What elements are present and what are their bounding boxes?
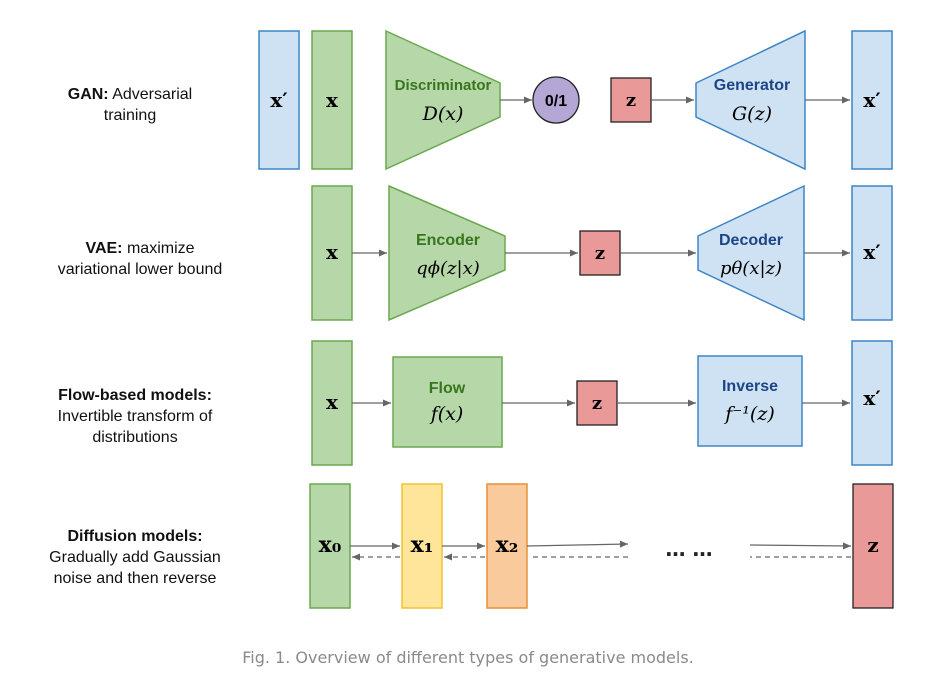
- decoder-func: pθ(x|z): [720, 258, 782, 279]
- encoder-func: qϕ(z|x): [416, 258, 480, 279]
- flow-x-prime-text: x′: [863, 386, 880, 410]
- inverse-block: [697, 355, 803, 447]
- arrow-to-z-forward: [749, 542, 852, 550]
- encoder-trapezoid: [388, 184, 506, 322]
- diffusion-x2-block: [486, 483, 528, 609]
- gan-x-prime-left-block: [258, 30, 300, 170]
- gan-label: GAN: Adversarial training: [30, 84, 230, 126]
- decoder-trapezoid: [697, 184, 805, 322]
- generator-title: Generator: [714, 77, 790, 94]
- vae-label-line1: maximize: [122, 240, 195, 257]
- vae-z-text: z: [595, 243, 605, 264]
- figure-caption: Fig. 1. Overview of different types of g…: [242, 648, 694, 667]
- arrow-x2-forward: [526, 540, 629, 548]
- gan-output-circle: [532, 76, 580, 124]
- gan-x-prime-right-text: x′: [863, 88, 880, 112]
- diffusion-label-line3: noise and then reverse: [53, 570, 217, 587]
- diffusion-x0-text: x₀: [319, 532, 342, 558]
- encoder-title: Encoder: [416, 232, 480, 249]
- generator-trapezoid: [695, 29, 806, 171]
- inverse-title: Inverse: [722, 378, 778, 395]
- flow-label-line3: distributions: [92, 429, 178, 446]
- gan-label-line1: Adversarial: [108, 86, 193, 103]
- flow-block: [392, 356, 503, 448]
- vae-label-line2: variational lower bound: [57, 261, 223, 278]
- flow-label: Flow-based models: Invertible transform …: [20, 385, 250, 448]
- gan-z-block: [610, 77, 652, 123]
- vae-x-text: x: [326, 240, 339, 264]
- flow-func: f(x): [429, 403, 464, 425]
- flow-row: x Flow f(x) z Inverse f⁻¹(z) x′: [311, 340, 893, 466]
- vae-row: x Encoder qϕ(z|x) z Decoder pθ(x|z) x′: [311, 184, 893, 322]
- diffusion-ellipsis: … …: [666, 537, 713, 561]
- generator-func: G(z): [732, 103, 772, 125]
- discriminator-title: Discriminator: [395, 77, 492, 94]
- discriminator-func: D(x): [422, 103, 464, 125]
- diffusion-x1-block: [401, 483, 443, 609]
- gan-row: x′ x Discriminator D(x) 0/1 z Generator …: [258, 29, 893, 171]
- gan-z-text: z: [626, 90, 636, 111]
- generative-models-diagram: x′ x Discriminator D(x) 0/1 z Generator …: [258, 29, 894, 609]
- flow-title: Flow: [429, 380, 466, 397]
- diffusion-z-block: [852, 483, 894, 609]
- flow-x-block: [311, 340, 353, 466]
- gan-x-prime-left-text: x′: [270, 88, 287, 112]
- vae-x-block: [311, 185, 353, 321]
- diffusion-label: Diffusion models: Gradually add Gaussian…: [20, 526, 250, 589]
- diffusion-label-line2: Gradually add Gaussian: [49, 549, 221, 566]
- flow-label-bold: Flow-based models:: [58, 387, 212, 404]
- gan-label-line2: training: [103, 107, 157, 124]
- flow-z-text: z: [592, 393, 602, 414]
- diffusion-row: x₀ x₁ x₂ … … z: [309, 483, 894, 609]
- decoder-title: Decoder: [719, 232, 783, 249]
- diffusion-x2-text: x₂: [496, 532, 519, 558]
- discriminator-trapezoid: [385, 29, 501, 171]
- diffusion-label-bold: Diffusion models:: [67, 528, 203, 545]
- flow-label-line2: Invertible transform of: [57, 408, 213, 425]
- gan-output-text: 0/1: [545, 93, 567, 110]
- flow-z-block: [576, 380, 618, 426]
- diffusion-z-text: z: [867, 533, 878, 557]
- gan-label-bold: GAN:: [67, 86, 109, 103]
- vae-x-prime-text: x′: [863, 240, 880, 264]
- vae-z-block: [579, 230, 621, 276]
- gan-x-block: [311, 30, 353, 170]
- flow-x-prime-block: [851, 340, 893, 466]
- inverse-func: f⁻¹(z): [723, 403, 775, 425]
- flow-x-text: x: [326, 390, 339, 414]
- gan-x-prime-right-block: [851, 30, 893, 170]
- vae-label-bold: VAE:: [85, 240, 123, 257]
- vae-x-prime-block: [851, 185, 893, 321]
- vae-label: VAE: maximize variational lower bound: [20, 238, 260, 280]
- gan-x-text: x: [326, 88, 339, 112]
- diffusion-x1-text: x₁: [411, 532, 434, 558]
